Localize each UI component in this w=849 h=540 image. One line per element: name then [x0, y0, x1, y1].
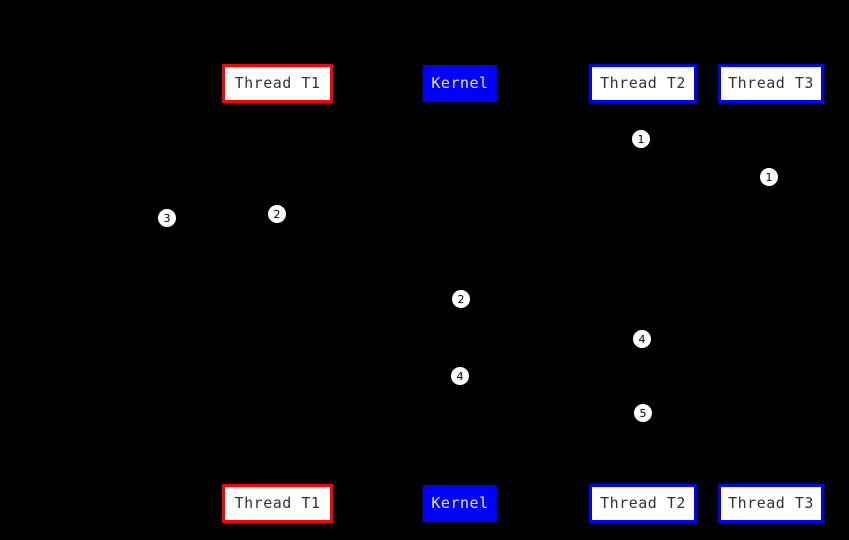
activation-bar-thread-t2 — [639, 130, 647, 430]
participant-header-thread-t2[interactable]: Thread T2 — [589, 64, 697, 103]
participant-footer-kernel-label: Kernel — [431, 494, 489, 512]
participant-footer-thread-t2[interactable]: Thread T2 — [589, 484, 697, 523]
step-badge: 1 — [760, 168, 778, 186]
participant-footer-thread-t1[interactable]: Thread T1 — [222, 484, 333, 523]
participant-header-thread-t3-label: Thread T3 — [728, 74, 814, 92]
message-line-7 — [461, 413, 643, 414]
step-badge-number: 5 — [639, 406, 647, 420]
message-arrowhead-1 — [277, 135, 284, 143]
participant-header-kernel[interactable]: Kernel — [423, 65, 497, 102]
step-badge-number: 3 — [163, 211, 171, 225]
step-badge: 2 — [268, 205, 286, 223]
step-badge: 1 — [632, 130, 650, 148]
step-badge-number: 4 — [638, 332, 646, 346]
participant-footer-thread-t3[interactable]: Thread T3 — [718, 484, 824, 523]
participant-header-thread-t1[interactable]: Thread T1 — [222, 64, 333, 103]
message-line-4 — [277, 299, 461, 300]
step-badge-number: 2 — [457, 292, 465, 306]
step-badge: 4 — [451, 367, 469, 385]
step-badge: 5 — [634, 404, 652, 422]
participant-header-kernel-label: Kernel — [431, 74, 489, 92]
step-badge: 2 — [452, 290, 470, 308]
message-line-5 — [461, 339, 643, 340]
participant-footer-thread-t3-label: Thread T3 — [728, 494, 814, 512]
step-badge-number: 2 — [273, 207, 281, 221]
participant-footer-thread-t1-label: Thread T1 — [234, 494, 321, 512]
activation-bar-thread-t1 — [273, 205, 281, 435]
participant-footer-thread-t2-label: Thread T2 — [600, 494, 686, 512]
participant-footer-kernel[interactable]: Kernel — [423, 485, 497, 522]
step-badge-number: 1 — [765, 170, 773, 184]
message-arrowhead-2 — [277, 173, 284, 181]
message-line-1 — [277, 139, 641, 140]
message-line-3 — [167, 216, 277, 217]
message-line-6 — [277, 376, 461, 377]
step-badge-number: 4 — [456, 369, 464, 383]
message-line-2 — [277, 177, 769, 178]
step-badge-number: 1 — [637, 132, 645, 146]
lifeline-stem-thread-t3 — [771, 103, 772, 484]
activation-bar-thread-t3 — [767, 168, 775, 288]
step-badge: 4 — [633, 330, 651, 348]
participant-header-thread-t2-label: Thread T2 — [600, 74, 686, 92]
participant-header-thread-t1-label: Thread T1 — [234, 74, 321, 92]
participant-header-thread-t3[interactable]: Thread T3 — [718, 64, 824, 103]
step-badge: 3 — [158, 209, 176, 227]
